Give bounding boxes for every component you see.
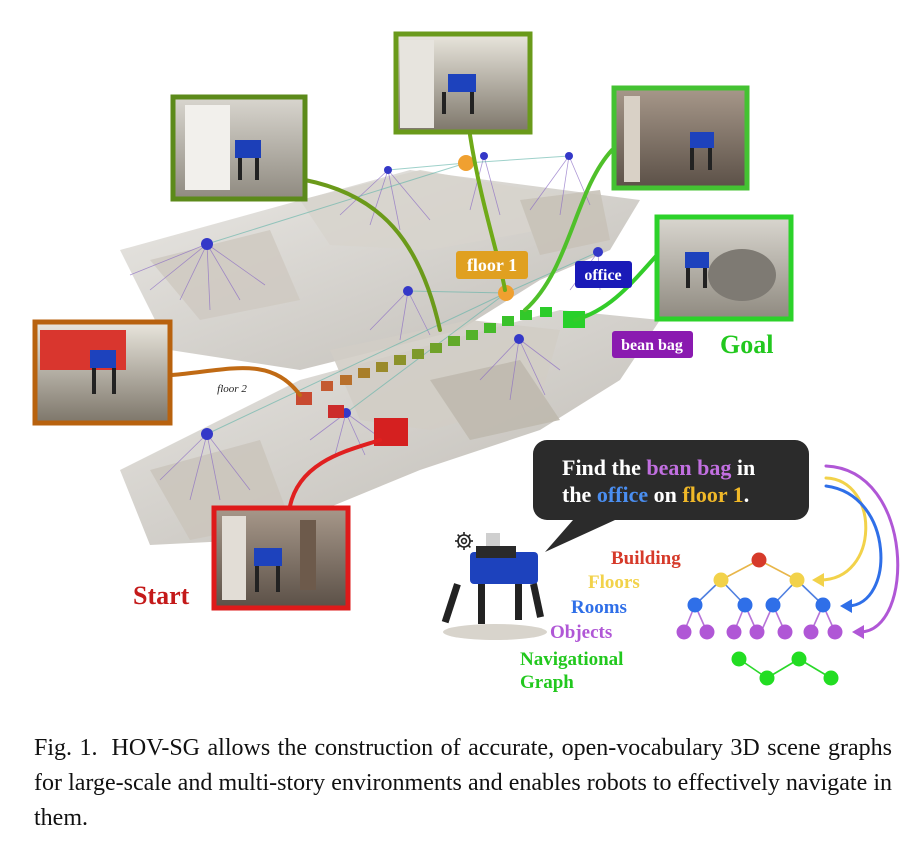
photo-upper-left bbox=[170, 94, 308, 202]
robot-illustration bbox=[441, 533, 547, 640]
svg-text:office: office bbox=[584, 267, 621, 284]
svg-text:bean bag: bean bag bbox=[621, 337, 683, 354]
photo-top-right bbox=[611, 85, 750, 191]
svg-text:floor 1: floor 1 bbox=[467, 255, 517, 275]
goal-label: Goal bbox=[720, 330, 773, 359]
floor-nodes bbox=[458, 155, 514, 301]
room-nodes bbox=[201, 152, 603, 440]
floor1-tag: floor 1 bbox=[456, 251, 528, 279]
photo-goal bbox=[654, 214, 794, 322]
svg-text:Graph: Graph bbox=[520, 672, 574, 693]
svg-text:Objects: Objects bbox=[550, 622, 612, 643]
svg-text:Floors: Floors bbox=[588, 572, 640, 593]
svg-text:Find the bean bag in: Find the bean bag in bbox=[562, 455, 755, 480]
svg-text:Navigational: Navigational bbox=[520, 649, 623, 670]
photo-top-center bbox=[393, 31, 533, 135]
speech-bubble: Find the bean bag in the office on floor… bbox=[533, 440, 809, 552]
svg-text:the office on floor 1.: the office on floor 1. bbox=[562, 482, 749, 507]
figure-number: Fig. 1. bbox=[34, 735, 98, 761]
beanbag-tag: bean bag bbox=[612, 331, 693, 358]
hierarchy-tree bbox=[676, 552, 843, 686]
svg-text:Building: Building bbox=[611, 548, 681, 569]
bubble-arrows bbox=[812, 464, 900, 639]
scene-graph-figure: floor 1 office bean bag floor 2 Goal Sta… bbox=[32, 31, 900, 693]
caption-text: HOV-SG allows the construction of accura… bbox=[34, 735, 893, 831]
hierarchy-legend: Building Floors Rooms Objects Navigation… bbox=[520, 548, 681, 693]
floor2-small-label: floor 2 bbox=[217, 383, 247, 395]
photo-floor2 bbox=[32, 319, 173, 426]
navigation-path bbox=[296, 307, 585, 446]
svg-text:Rooms: Rooms bbox=[571, 597, 627, 618]
figure-caption: Fig. 1.HOV-SG allows the construction of… bbox=[34, 731, 892, 836]
office-tag: office bbox=[575, 261, 632, 288]
start-label: Start bbox=[133, 581, 190, 610]
room-object-edges bbox=[129, 155, 601, 501]
point-cloud-upper-floor bbox=[120, 170, 640, 370]
photo-start bbox=[211, 505, 351, 611]
gear-icon bbox=[455, 532, 473, 550]
floor-room-edges bbox=[206, 155, 599, 435]
